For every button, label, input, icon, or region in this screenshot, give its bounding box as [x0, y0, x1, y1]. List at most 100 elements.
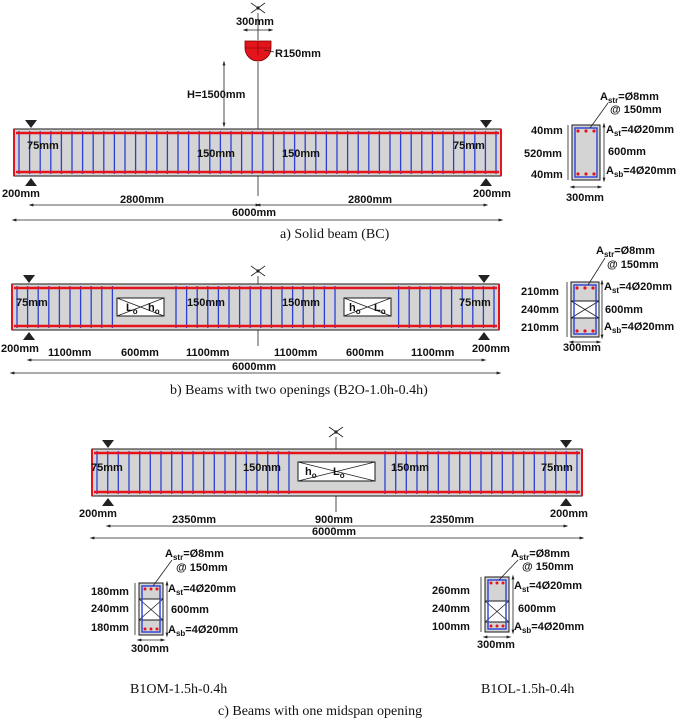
pin-hinge-icon	[250, 2, 266, 14]
chord-top: 180mm	[91, 586, 129, 598]
section-width: 300mm	[477, 639, 515, 651]
stirrup-spacing-left: 150mm	[187, 297, 225, 309]
svg-text:Lo: Lo	[333, 466, 345, 480]
stirrup-spacing-left: 150mm	[197, 148, 235, 160]
support-triangle-icon	[23, 275, 35, 283]
caption-a: a) Solid beam (BC)	[280, 227, 390, 242]
svg-text:ho: ho	[349, 302, 361, 316]
load-height-label: H=1500mm	[187, 89, 246, 101]
support-triangle-icon	[102, 440, 114, 448]
edge-distance-right: 75mm	[459, 297, 491, 309]
stirrup-spacing-right: 150mm	[282, 297, 320, 309]
stirrup-group	[18, 131, 497, 174]
pin-hinge-icon	[328, 426, 344, 438]
stirrup-spec: Astr=Ø8mm	[600, 91, 659, 105]
bottom-bar-spec: Asb=4Ø20mm	[604, 321, 674, 335]
total-length: 6000mm	[312, 526, 356, 538]
section-depth: 600mm	[608, 146, 646, 158]
load-radius-label: R150mm	[275, 48, 321, 60]
top-bar-spec: Ast=4Ø20mm	[514, 580, 582, 594]
overhang-left: 200mm	[2, 188, 40, 200]
stirrup-spacing-spec: @ 150mm	[607, 259, 659, 271]
chord-bottom: 100mm	[432, 621, 470, 633]
cross-section-midheight-opening	[138, 582, 164, 636]
svg-text:1100mm: 1100mm	[274, 347, 318, 359]
chord-bottom: 210mm	[521, 322, 559, 334]
bottom-bar-spec: Asb=4Ø20mm	[168, 624, 238, 638]
overhang-right: 200mm	[473, 188, 511, 200]
section-depth: 600mm	[518, 603, 556, 615]
svg-text:ho: ho	[148, 302, 160, 316]
overhang-left: 200mm	[1, 343, 39, 355]
support-triangle-icon	[560, 440, 572, 448]
edge-distance-left: 75mm	[16, 297, 48, 309]
cross-section-solid	[571, 124, 601, 181]
two-opening-beam-elevation	[11, 283, 500, 331]
cover-top: 40mm	[531, 125, 563, 137]
solid-beam-elevation	[13, 128, 502, 177]
stirrup-spacing-spec: @ 150mm	[610, 104, 662, 116]
chord-top: 210mm	[521, 286, 559, 298]
support-triangle-icon	[102, 498, 114, 506]
section-width: 300mm	[566, 192, 604, 204]
section-depth: 600mm	[605, 304, 643, 316]
support-triangle-icon	[23, 332, 35, 340]
segment-dimensions: 2350mm 900mm 2350mm	[172, 514, 474, 526]
opening-depth: 240mm	[521, 304, 559, 316]
stirrup-spacing-left: 150mm	[243, 462, 281, 474]
stirrup-group	[16, 286, 495, 328]
section-width: 300mm	[563, 342, 601, 354]
overhang-left: 200mm	[79, 508, 117, 520]
total-length: 6000mm	[232, 207, 276, 219]
total-length: 6000mm	[232, 361, 276, 373]
web-opening-right: ho Lo	[343, 297, 392, 317]
support-triangle-icon	[480, 178, 492, 186]
support-triangle-icon	[25, 178, 37, 186]
overhang-right: 200mm	[550, 508, 588, 520]
edge-distance-left: 75mm	[91, 462, 123, 474]
segment-dimensions: 1100mm 600mm 1100mm 1100mm 600mm 1100mm	[48, 347, 455, 359]
svg-text:600mm: 600mm	[346, 347, 384, 359]
support-triangle-icon	[478, 275, 490, 283]
chord-top: 260mm	[432, 585, 470, 597]
svg-text:600mm: 600mm	[121, 347, 159, 359]
svg-text:900mm: 900mm	[315, 514, 353, 526]
svg-text:2350mm: 2350mm	[430, 514, 474, 526]
svg-text:Lo: Lo	[374, 302, 386, 316]
bottom-bar-spec: Asb=4Ø20mm	[514, 621, 584, 635]
web-opening-midspan: ho Lo	[297, 461, 376, 482]
overhang-right: 200mm	[472, 343, 510, 355]
shear-span-left: 2800mm	[120, 194, 164, 206]
panel-c: ho Lo 75mm 75mm 150mm 150mm 200mm 200mm …	[79, 426, 588, 719]
section-name-m: B1OM-1.5h-0.4h	[130, 682, 227, 697]
svg-text:ho: ho	[305, 466, 317, 480]
stirrup-spec: Astr=Ø8mm	[511, 548, 570, 562]
panel-a: 300mm R150mm H=1500mm 75mm 75mm 150mm 15…	[2, 2, 676, 242]
web-opening-left: Lo ho	[116, 297, 165, 317]
svg-text:1100mm: 1100mm	[48, 347, 92, 359]
edge-distance-right: 75mm	[453, 140, 485, 152]
caption-b: b) Beams with two openings (B2O-1.0h-0.4…	[170, 383, 428, 398]
chord-bottom: 180mm	[91, 622, 129, 634]
load-plate-width: 300mm	[236, 16, 274, 28]
support-triangle-icon	[480, 120, 492, 128]
svg-text:Lo: Lo	[126, 302, 138, 316]
section-width: 300mm	[131, 643, 169, 655]
panel-b: Lo ho ho Lo 75mm 75mm 150mm 150mm 200mm …	[1, 245, 674, 398]
stirrup-spacing-spec: @ 150mm	[176, 562, 228, 574]
stirrup-group	[96, 451, 578, 494]
cross-section-low-opening	[484, 576, 510, 633]
svg-text:1100mm: 1100mm	[411, 347, 455, 359]
opening-depth: 240mm	[432, 603, 470, 615]
section-name-l: B1OL-1.5h-0.4h	[481, 682, 574, 697]
opening-depth: 240mm	[91, 603, 129, 615]
section-depth: 600mm	[171, 604, 209, 616]
support-triangle-icon	[560, 498, 572, 506]
edge-distance-left: 75mm	[27, 140, 59, 152]
shear-span-right: 2800mm	[348, 194, 392, 206]
support-triangle-icon	[478, 332, 490, 340]
pin-hinge-icon	[250, 265, 266, 277]
core-depth: 520mm	[524, 148, 562, 160]
caption-c: c) Beams with one midspan opening	[218, 704, 422, 719]
